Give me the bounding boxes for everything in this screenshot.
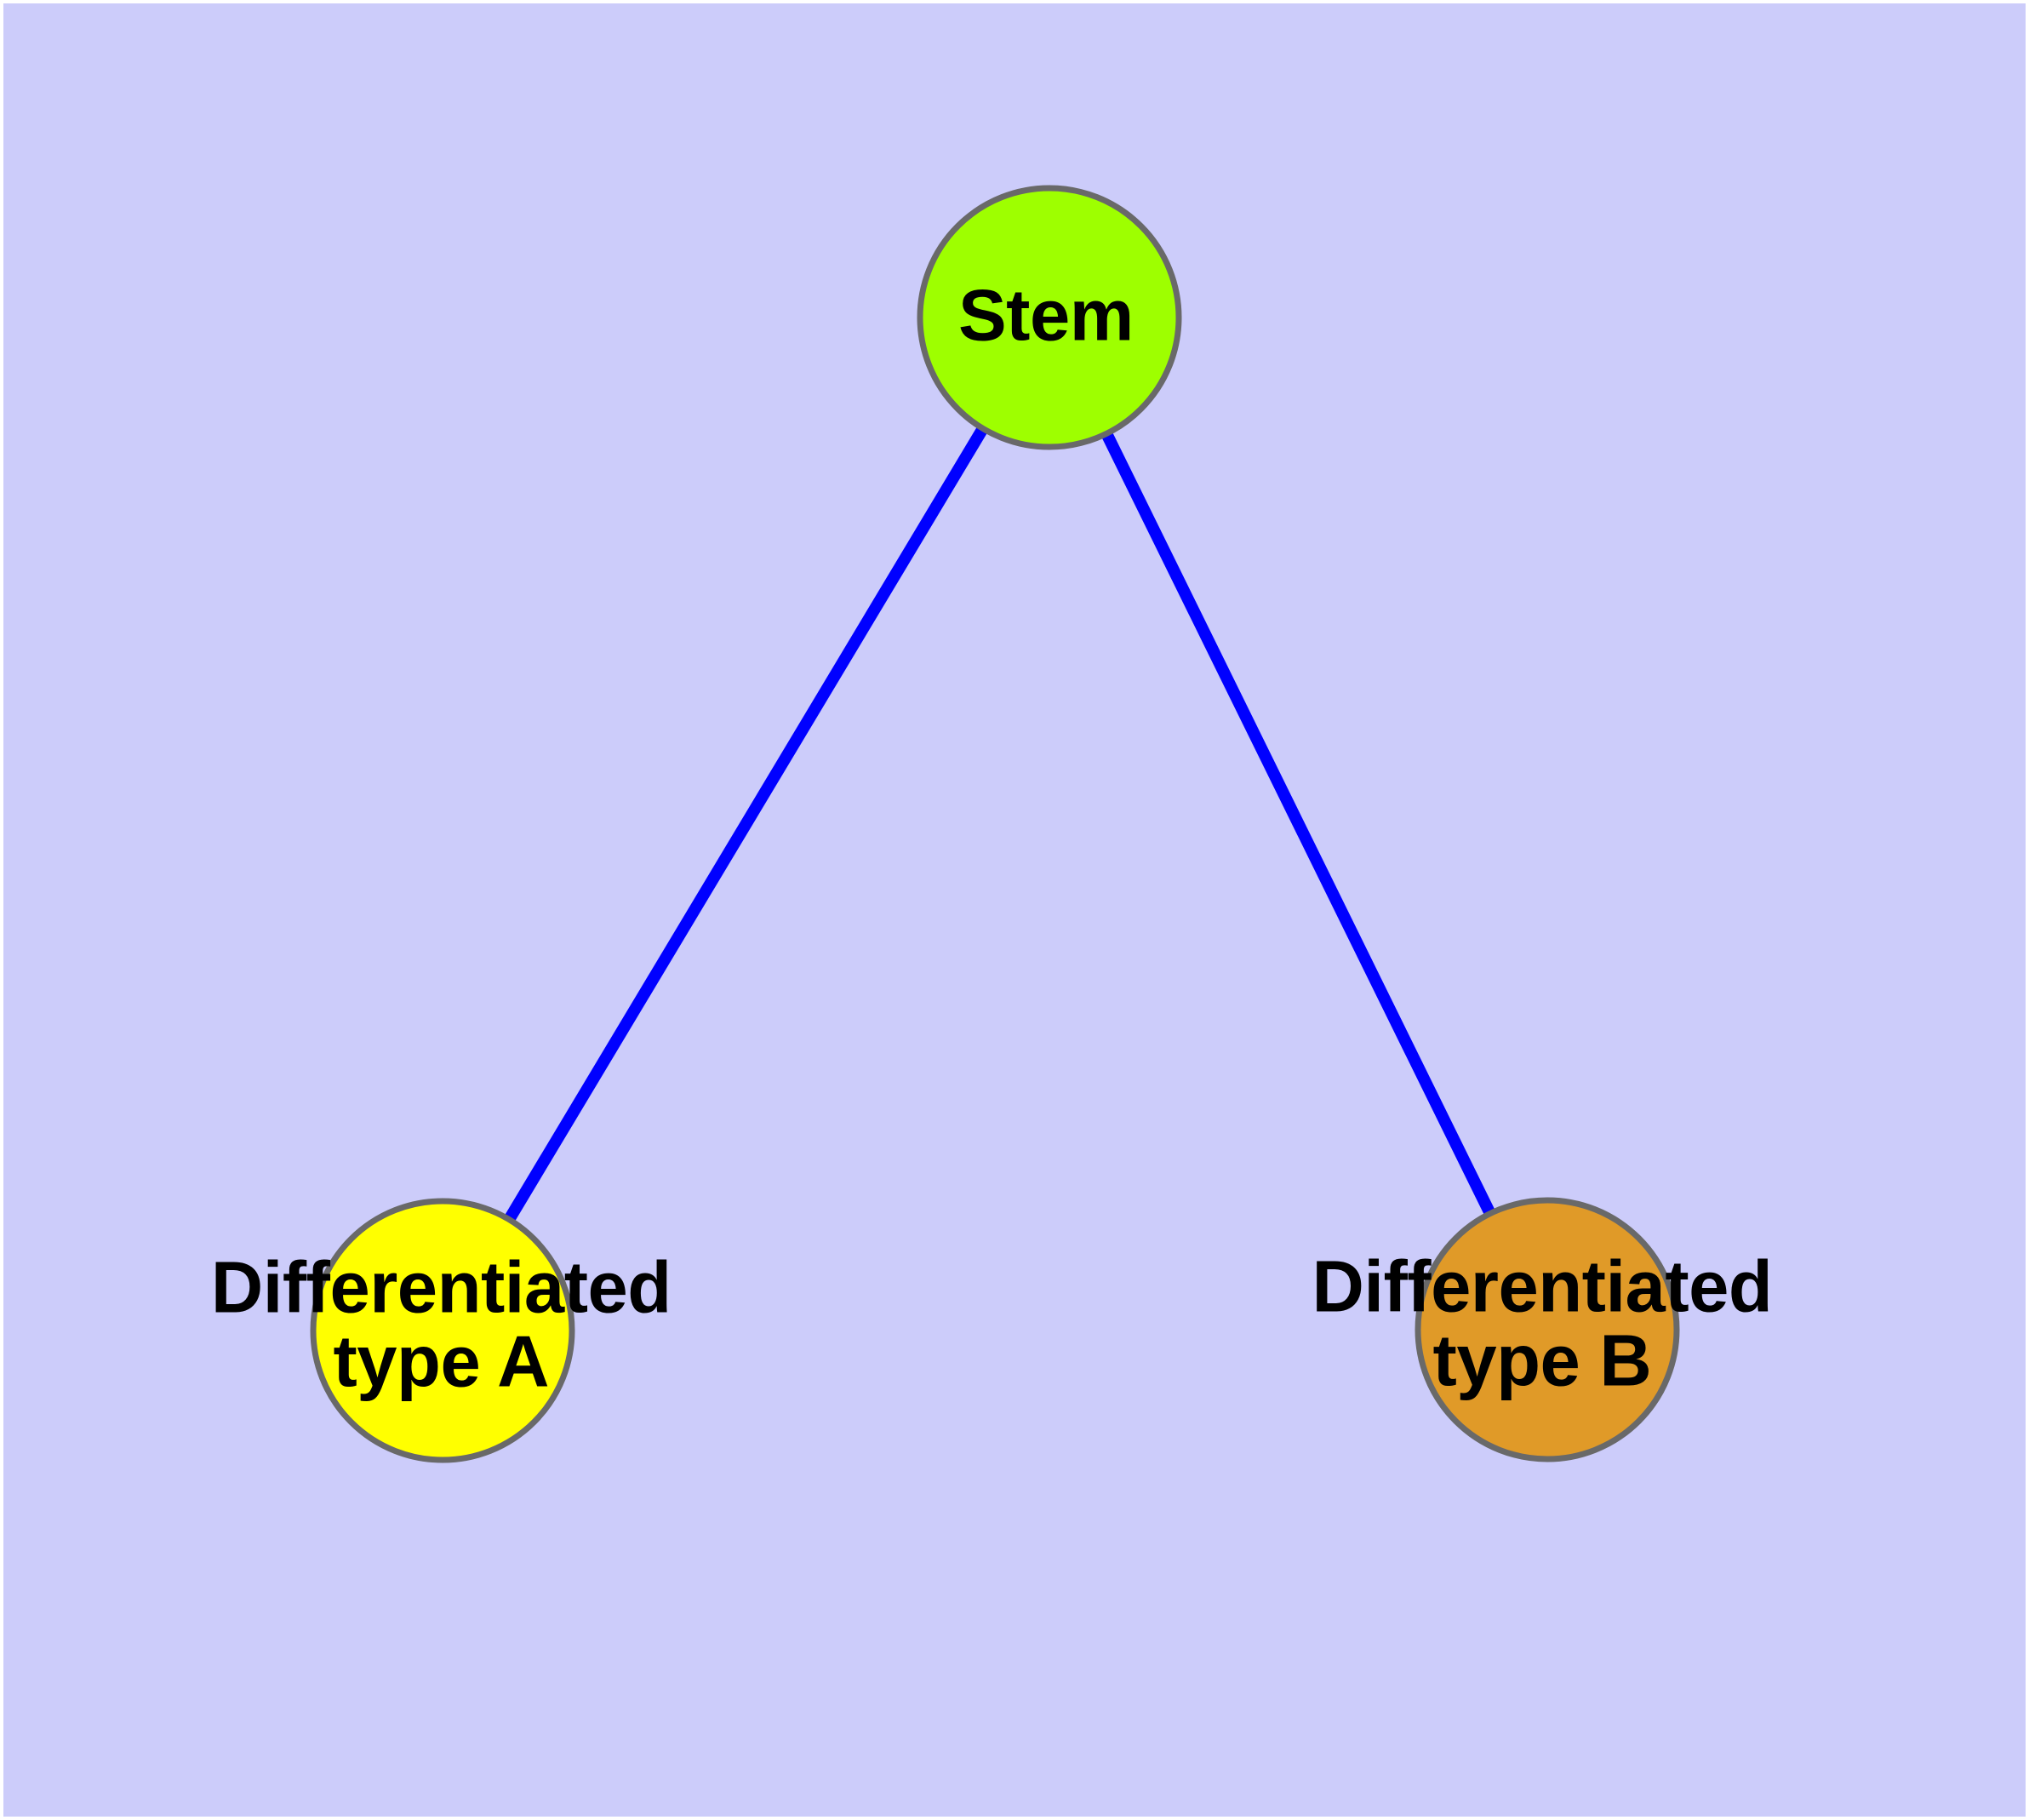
graph-svg xyxy=(310,185,1680,1463)
node-stem[interactable] xyxy=(917,185,1182,450)
edge-stem-to-differentiated-type-b[interactable] xyxy=(1100,427,1497,1220)
diagram-plot-area: Stem Differentiated type A Differentiate… xyxy=(3,3,2026,1817)
edge-stem-to-differentiated-type-a[interactable] xyxy=(502,422,990,1226)
edge-layer xyxy=(502,422,1497,1226)
node-layer xyxy=(310,185,1680,1463)
node-differentiated-type-a[interactable] xyxy=(310,1198,575,1463)
node-differentiated-type-b[interactable] xyxy=(1415,1197,1680,1462)
